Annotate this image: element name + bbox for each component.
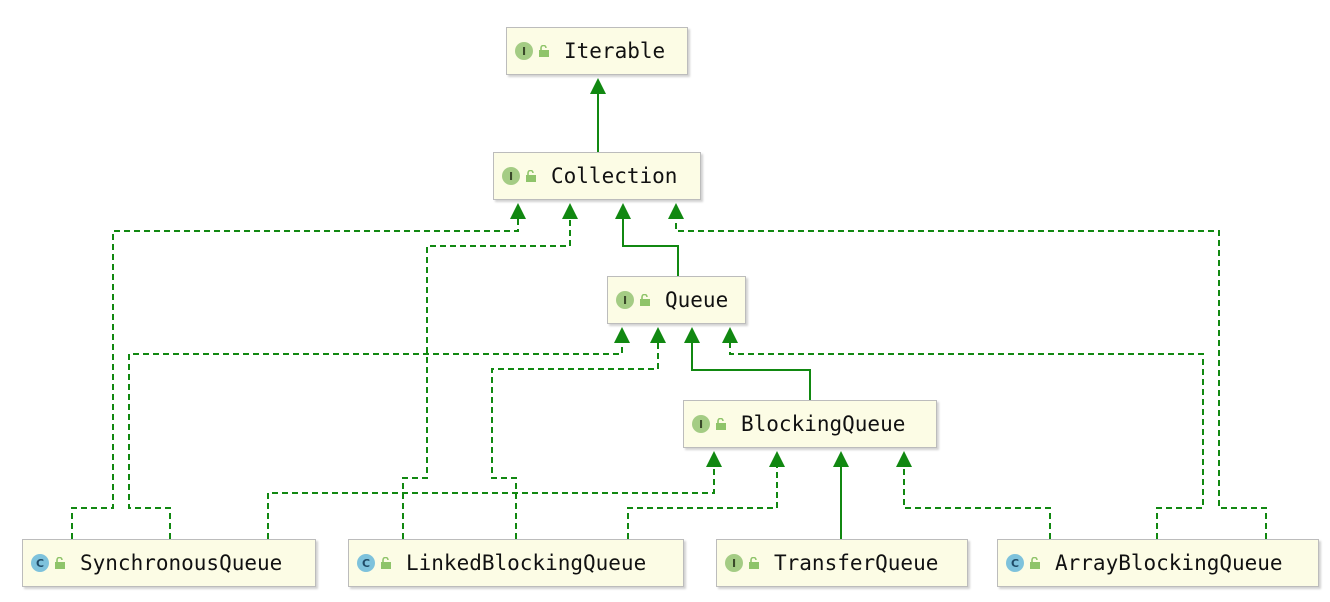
arrowhead-synchronousqueue-queue bbox=[614, 327, 630, 343]
unlocked-icon bbox=[1030, 557, 1040, 569]
node-synchronousqueue[interactable]: C SynchronousQueue bbox=[22, 539, 316, 587]
arrowhead-linkedblockingqueue-blockingqueue bbox=[769, 451, 785, 467]
unlocked-icon bbox=[539, 45, 549, 57]
interface-icon: I bbox=[616, 291, 634, 309]
unlocked-icon bbox=[55, 557, 65, 569]
edge-arrayblockingqueue-implements-collection bbox=[675, 217, 1267, 539]
edge-blockingqueue-extends-queue bbox=[691, 341, 811, 400]
arrowhead-synchronousqueue-blockingqueue bbox=[706, 451, 722, 467]
arrowhead-linkedblockingqueue-collection bbox=[562, 203, 578, 219]
arrowhead-transferqueue-blockingqueue bbox=[833, 451, 849, 467]
arrowhead-collection-iterable bbox=[590, 78, 606, 94]
arrowhead-queue-collection bbox=[615, 203, 631, 219]
arrowhead-blockingqueue-queue bbox=[684, 327, 700, 343]
unlocked-icon bbox=[716, 418, 726, 430]
unlocked-icon bbox=[640, 294, 650, 306]
node-queue[interactable]: I Queue bbox=[607, 276, 746, 324]
interface-icon: I bbox=[502, 167, 520, 185]
node-label: ArrayBlockingQueue bbox=[1055, 551, 1283, 575]
interface-icon: I bbox=[515, 42, 533, 60]
edge-arrayblockingqueue-implements-queue bbox=[729, 341, 1204, 539]
edge-linkedblockingqueue-implements-collection bbox=[402, 217, 571, 539]
arrowhead-synchronousqueue-collection bbox=[510, 203, 526, 219]
node-collection[interactable]: I Collection bbox=[493, 152, 701, 200]
arrowhead-arrayblockingqueue-queue bbox=[722, 327, 738, 343]
node-label: TransferQueue bbox=[774, 551, 939, 575]
edge-synchronousqueue-implements-blockingqueue bbox=[267, 465, 715, 539]
node-blockingqueue[interactable]: I BlockingQueue bbox=[683, 400, 937, 448]
node-transferqueue[interactable]: I TransferQueue bbox=[716, 539, 968, 587]
class-icon: C bbox=[31, 554, 49, 572]
node-iterable[interactable]: I Iterable bbox=[506, 27, 688, 75]
arrowhead-arrayblockingqueue-blockingqueue bbox=[896, 451, 912, 467]
unlocked-icon bbox=[749, 557, 759, 569]
edge-queue-extends-collection bbox=[622, 217, 679, 276]
edge-linkedblockingqueue-implements-blockingqueue bbox=[627, 465, 778, 539]
arrowhead-arrayblockingqueue-collection bbox=[668, 203, 684, 219]
node-label: Iterable bbox=[564, 39, 666, 63]
class-icon: C bbox=[357, 554, 375, 572]
edge-synchronousqueue-implements-collection bbox=[71, 217, 519, 539]
node-linkedblockingqueue[interactable]: C LinkedBlockingQueue bbox=[348, 539, 684, 587]
edge-synchronousqueue-implements-queue bbox=[128, 341, 623, 539]
node-label: SynchronousQueue bbox=[80, 551, 283, 575]
node-label: LinkedBlockingQueue bbox=[406, 551, 647, 575]
node-label: Queue bbox=[665, 288, 729, 312]
interface-icon: I bbox=[692, 415, 710, 433]
unlocked-icon bbox=[381, 557, 391, 569]
edge-linkedblockingqueue-implements-queue bbox=[491, 341, 659, 539]
arrowhead-linkedblockingqueue-queue bbox=[650, 327, 666, 343]
node-label: BlockingQueue bbox=[741, 412, 906, 436]
node-label: Collection bbox=[551, 164, 678, 188]
interface-icon: I bbox=[725, 554, 743, 572]
edge-arrayblockingqueue-implements-blockingqueue bbox=[903, 465, 1051, 539]
unlocked-icon bbox=[526, 170, 536, 182]
class-icon: C bbox=[1006, 554, 1024, 572]
node-arrayblockingqueue[interactable]: C ArrayBlockingQueue bbox=[997, 539, 1319, 587]
